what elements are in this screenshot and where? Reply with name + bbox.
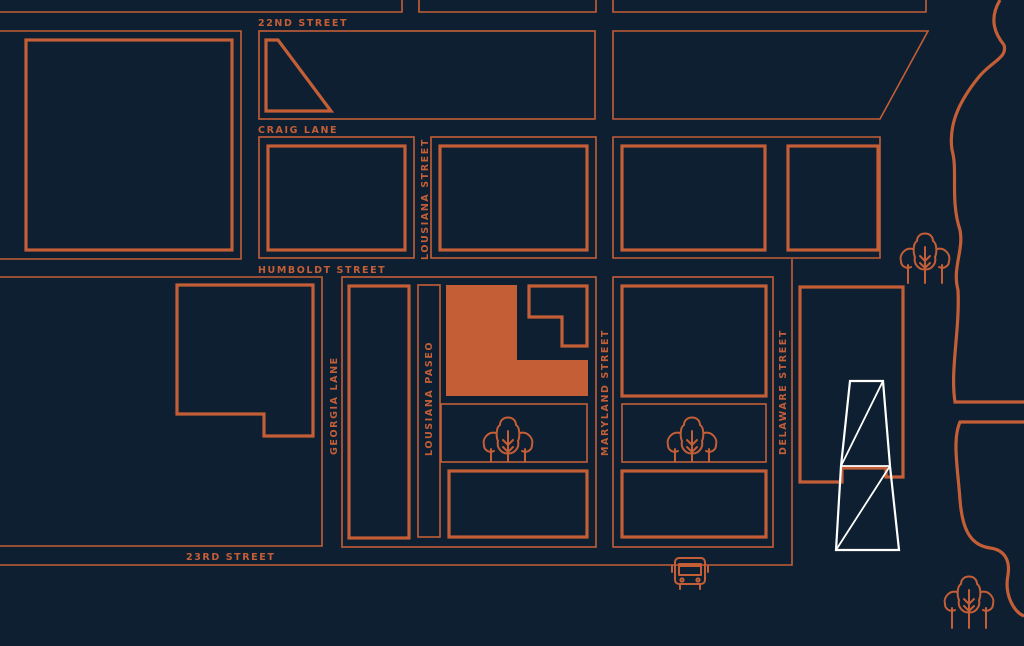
building-craig-west bbox=[266, 144, 407, 252]
block-edge-top-middle bbox=[418, 0, 597, 13]
river-bank-upper bbox=[949, 0, 1024, 404]
building-humboldt-west bbox=[175, 283, 315, 438]
thick-building-outlines bbox=[24, 38, 905, 540]
tower-building-icon[interactable] bbox=[834, 379, 901, 552]
maryland-park bbox=[621, 403, 767, 463]
block-north-center bbox=[258, 30, 596, 120]
street-label-maryland: MARYLAND STREET bbox=[600, 329, 611, 456]
waterfront bbox=[949, 0, 1024, 618]
block-craig-west bbox=[258, 136, 415, 259]
thin-block-outlines bbox=[0, 0, 930, 566]
paseo-park bbox=[440, 403, 588, 463]
building-craig-far-east bbox=[786, 144, 880, 252]
street-label-craig-lane: CRAIG LANE bbox=[258, 125, 338, 136]
block-edge-south bbox=[0, 259, 793, 566]
building-triangle bbox=[264, 38, 335, 113]
street-label-22nd: 22ND STREET bbox=[258, 18, 348, 29]
building-maryland-north bbox=[620, 284, 768, 398]
street-labels: 22ND STREET CRAIG LANE HUMBOLDT STREET 2… bbox=[186, 18, 789, 563]
tree-cluster-icon bbox=[943, 575, 995, 629]
building-l-small bbox=[527, 284, 589, 348]
building-craig-east bbox=[620, 144, 767, 252]
block-north-east bbox=[612, 30, 930, 120]
street-label-delaware: DELAWARE STREET bbox=[778, 329, 789, 455]
street-label-georgia-lane: GEORGIA LANE bbox=[329, 356, 340, 455]
building-georgia-lane bbox=[347, 284, 411, 540]
building-paseo-south bbox=[447, 469, 589, 539]
block-maryland bbox=[612, 276, 774, 548]
building-northwest bbox=[24, 38, 234, 252]
street-label-lousiana-paseo: LOUSIANA PASEO bbox=[424, 341, 435, 456]
paseo-walkway bbox=[417, 284, 441, 538]
block-craig-center bbox=[430, 136, 597, 259]
building-delaware bbox=[798, 285, 905, 484]
block-paseo bbox=[341, 276, 597, 548]
building-maryland-south bbox=[620, 469, 768, 539]
tree-cluster-icon bbox=[666, 416, 718, 462]
street-label-lousiana-street: LOUSIANA STREET bbox=[420, 138, 431, 260]
highlighted-site[interactable] bbox=[446, 285, 588, 396]
tree-cluster-icon bbox=[899, 232, 951, 284]
block-edge-top-right bbox=[612, 0, 927, 13]
block-edge-top-left bbox=[0, 0, 403, 13]
block-southwest bbox=[0, 276, 323, 547]
street-label-23rd: 23RD STREET bbox=[186, 552, 275, 563]
river-bank-lower bbox=[954, 420, 1024, 618]
building-craig-center bbox=[438, 144, 589, 252]
block-craig-east bbox=[612, 136, 881, 259]
bus-icon[interactable] bbox=[671, 557, 709, 590]
street-label-humboldt: HUMBOLDT STREET bbox=[258, 265, 386, 276]
tree-cluster-icon bbox=[482, 416, 534, 462]
block-northwest bbox=[0, 30, 242, 260]
